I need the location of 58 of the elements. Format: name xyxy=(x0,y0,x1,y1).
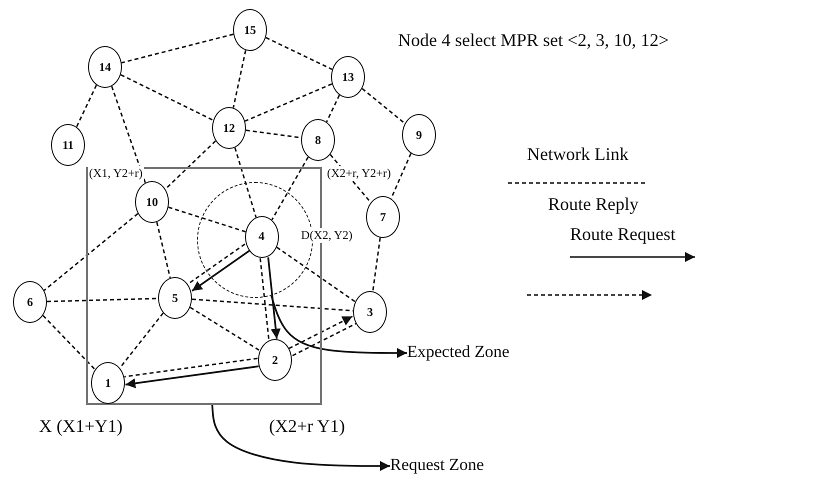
network-link xyxy=(124,358,258,378)
network-link xyxy=(111,86,146,183)
network-link xyxy=(156,222,171,278)
arrow xyxy=(125,365,259,388)
network-link xyxy=(120,74,214,121)
network-link xyxy=(232,50,246,108)
network-link xyxy=(119,312,164,368)
network-node: 4 xyxy=(244,216,278,258)
network-link xyxy=(362,88,406,124)
network-link xyxy=(292,322,356,356)
network-link xyxy=(187,243,246,285)
network-node: 6 xyxy=(13,281,47,323)
network-node: 14 xyxy=(88,46,122,88)
network-node: 5 xyxy=(158,277,192,319)
network-link xyxy=(244,83,332,122)
coordinate-label: D(X2, Y2) xyxy=(300,228,354,243)
network-link xyxy=(44,213,138,291)
arrow xyxy=(288,316,353,350)
network-link xyxy=(190,306,260,352)
arrow xyxy=(267,257,281,339)
network-node: 11 xyxy=(51,124,85,166)
network-link xyxy=(276,246,356,302)
coordinate-label: X (X1+Y1) xyxy=(38,416,124,437)
zone-label: Expected Zone xyxy=(407,342,510,362)
network-link xyxy=(192,298,354,312)
network-link xyxy=(271,156,309,220)
network-link xyxy=(76,84,98,128)
network-link xyxy=(259,258,270,340)
network-link xyxy=(168,206,246,232)
network-node: 12 xyxy=(212,107,246,149)
network-node: 2 xyxy=(258,339,292,381)
network-node: 7 xyxy=(366,196,400,238)
network-link xyxy=(326,94,340,122)
zone-label: Request Zone xyxy=(390,455,484,475)
network-node: 1 xyxy=(91,362,125,404)
network-link xyxy=(266,36,332,70)
network-link xyxy=(372,238,381,292)
network-link xyxy=(46,298,158,302)
network-link xyxy=(246,130,302,138)
network-link xyxy=(121,34,234,64)
network-link xyxy=(42,315,96,370)
arrow xyxy=(192,250,250,292)
legend-label: Network Link xyxy=(527,144,628,165)
network-node: 3 xyxy=(353,291,387,333)
network-node: 9 xyxy=(402,114,436,156)
coordinate-label: (X1, Y2+r) xyxy=(88,166,144,181)
coordinate-label: (X2+r Y1) xyxy=(268,416,346,437)
arrow xyxy=(270,295,407,358)
arrow xyxy=(211,404,390,471)
diagram-title: Node 4 select MPR set <2, 3, 10, 12> xyxy=(398,30,669,51)
network-link xyxy=(164,140,216,190)
network-node: 15 xyxy=(233,9,267,51)
network-link xyxy=(234,147,257,218)
network-node: 8 xyxy=(301,119,335,161)
network-node: 13 xyxy=(331,56,365,98)
legend-label: Route Reply xyxy=(548,194,638,215)
coordinate-label: (X2+r, Y2+r) xyxy=(326,166,392,181)
legend-label: Route Request xyxy=(570,224,676,245)
